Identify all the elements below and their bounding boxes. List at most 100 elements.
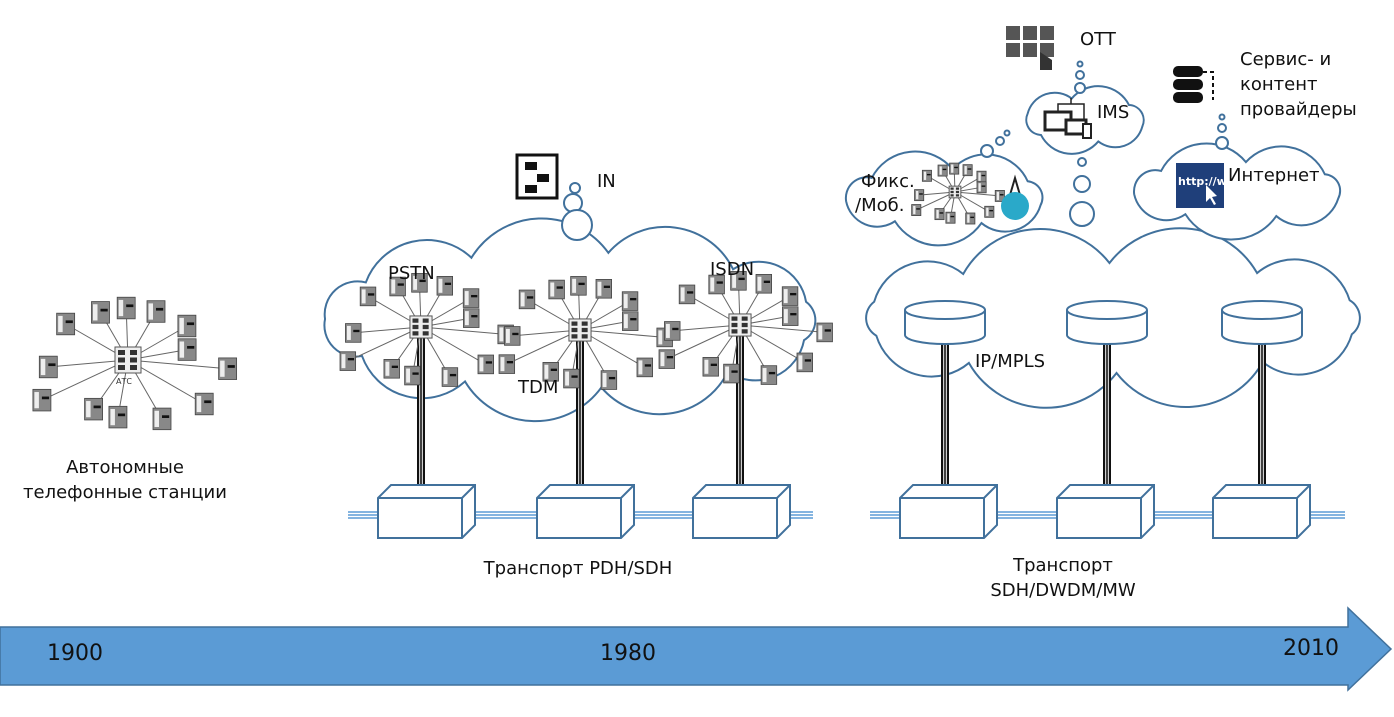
cable bbox=[941, 335, 949, 495]
phone-keypad bbox=[412, 372, 419, 375]
switch-slot bbox=[412, 331, 419, 336]
tdm-star-network bbox=[498, 276, 673, 390]
ott-app-tile bbox=[1006, 43, 1020, 57]
phone-keypad bbox=[644, 364, 652, 367]
phone-keypad bbox=[608, 376, 616, 380]
switch-slot bbox=[581, 327, 588, 333]
phone-handset bbox=[978, 172, 981, 181]
phone-handset bbox=[978, 183, 981, 192]
phone-handset bbox=[341, 354, 346, 369]
phone-handset bbox=[680, 287, 685, 302]
ims-bubble bbox=[1077, 157, 1087, 167]
phone-handset bbox=[464, 311, 469, 326]
phone-keypad bbox=[926, 173, 931, 176]
internet-label: Интернет bbox=[1228, 165, 1320, 186]
phone-keypad bbox=[367, 293, 375, 296]
phone-handset bbox=[996, 191, 1000, 201]
phone-handset bbox=[179, 317, 184, 335]
phone-icon bbox=[965, 212, 976, 225]
star-link bbox=[420, 326, 506, 335]
phone-keypad bbox=[672, 327, 679, 331]
phone-keypad bbox=[738, 277, 745, 281]
internet-cloud bbox=[1133, 142, 1342, 241]
switch-slot bbox=[130, 350, 137, 355]
database-icon bbox=[1173, 66, 1203, 77]
switch-slot bbox=[581, 321, 588, 326]
phone-keypad bbox=[186, 322, 195, 326]
isdn-star-network bbox=[658, 271, 833, 385]
transport-node-edge bbox=[900, 484, 998, 538]
phone-handset bbox=[818, 325, 823, 340]
phone-keypad bbox=[916, 208, 920, 210]
phone-icon bbox=[914, 189, 925, 202]
fixmob-label-1: Фикс. bbox=[861, 171, 915, 192]
phone-handset bbox=[660, 352, 665, 367]
autonomous-caption-2: телефонные станции bbox=[23, 482, 227, 503]
database-icon bbox=[1173, 92, 1203, 103]
phone-handset bbox=[951, 164, 954, 173]
switch-slot bbox=[955, 194, 960, 197]
phone-handset bbox=[939, 166, 942, 175]
pstn-label: PSTN bbox=[388, 263, 435, 284]
phone-handset bbox=[118, 299, 124, 317]
phone-handset bbox=[385, 361, 390, 376]
phone-keypad bbox=[100, 308, 108, 312]
phone-keypad bbox=[970, 216, 974, 219]
phone-icon bbox=[921, 169, 932, 182]
phone-keypad bbox=[790, 313, 797, 316]
switch-slot bbox=[741, 322, 748, 328]
phone-handset bbox=[443, 370, 448, 385]
switch-slot bbox=[412, 318, 419, 323]
switch-slot bbox=[950, 190, 954, 194]
phone-handset bbox=[196, 395, 202, 413]
phone-icon bbox=[945, 211, 956, 224]
phone-keypad bbox=[162, 415, 170, 418]
phone-keypad bbox=[571, 375, 578, 378]
switch-icon bbox=[948, 185, 962, 199]
router-cylinder-top bbox=[1221, 300, 1303, 320]
phone-handset bbox=[964, 166, 967, 175]
switch-slot bbox=[731, 316, 738, 321]
providers-label-3: провайдеры bbox=[1240, 99, 1357, 120]
ims-bubble bbox=[1069, 201, 1095, 227]
phone-keypad bbox=[967, 168, 972, 170]
transport-node bbox=[377, 484, 476, 539]
phone-handset bbox=[500, 357, 505, 372]
phone-handset bbox=[179, 341, 185, 358]
ott-app-tile bbox=[1040, 26, 1054, 40]
phone-handset bbox=[505, 328, 510, 343]
http-browser-icon bbox=[1176, 163, 1224, 208]
phone-keypad bbox=[630, 318, 637, 321]
database-link bbox=[1203, 71, 1214, 100]
phone-keypad bbox=[950, 215, 955, 218]
phone-handset bbox=[783, 309, 788, 324]
phone-keypad bbox=[419, 279, 426, 283]
phone-keypad bbox=[981, 185, 986, 187]
phone-handset bbox=[783, 289, 788, 304]
cable bbox=[736, 330, 744, 495]
phone-handset bbox=[565, 371, 570, 386]
phone-keypad bbox=[512, 332, 519, 336]
phone-keypad bbox=[790, 292, 797, 296]
timeline-arrow bbox=[0, 606, 1393, 692]
switch-slot bbox=[950, 187, 954, 190]
fixmob-bubble bbox=[995, 136, 1005, 146]
phone-keypad bbox=[999, 194, 1004, 196]
phone-keypad bbox=[187, 345, 195, 349]
switch-slot bbox=[571, 334, 578, 339]
switch-slot bbox=[130, 357, 137, 363]
fixmob-bubble bbox=[980, 144, 994, 158]
star-link bbox=[666, 324, 741, 360]
switch-slot bbox=[118, 350, 125, 355]
phone-handset bbox=[623, 314, 628, 329]
phone-keypad bbox=[227, 365, 235, 368]
phone-handset bbox=[710, 277, 715, 292]
phone-icon bbox=[911, 204, 922, 216]
phone-icon bbox=[994, 190, 1005, 202]
phone-keypad bbox=[397, 283, 404, 286]
phone-keypad bbox=[550, 368, 557, 371]
phone-icon bbox=[976, 181, 987, 194]
phone-handset bbox=[220, 360, 225, 377]
